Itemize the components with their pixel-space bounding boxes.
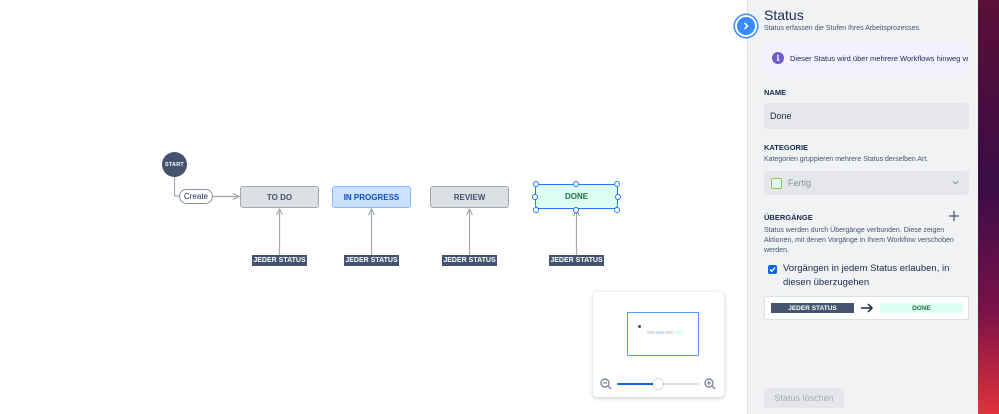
category-select[interactable]: Fertig xyxy=(764,171,969,195)
chevron-down-icon xyxy=(952,180,959,185)
status-node-review[interactable]: REVIEW xyxy=(430,186,509,208)
workflow-connectors xyxy=(173,177,747,255)
any-status-tag-done[interactable]: JEDER STATUS xyxy=(549,255,604,266)
delete-status-button[interactable]: Status löschen xyxy=(764,388,844,408)
resize-handle[interactable] xyxy=(533,207,539,213)
status-name-input[interactable]: Done xyxy=(764,103,969,129)
category-color-swatch xyxy=(771,177,782,189)
status-node-in-progress[interactable]: IN PROGRESS xyxy=(332,186,411,208)
transitions-hint: Status werden durch Übergänge verbunden.… xyxy=(764,227,954,254)
resize-handle[interactable] xyxy=(573,181,579,187)
check-icon xyxy=(769,267,776,273)
zoom-out-icon[interactable] xyxy=(600,378,612,390)
transitions-label: ÜBERGÄNGE xyxy=(764,213,813,222)
minimap[interactable] xyxy=(593,292,724,397)
name-label: NAME xyxy=(764,88,787,97)
minimap-status xyxy=(674,331,682,334)
panel-title: Status xyxy=(764,7,804,23)
create-transition[interactable]: Create xyxy=(179,189,213,204)
shared-status-info-banner: i Dieser Status wird über mehrere Workfl… xyxy=(764,43,968,73)
resize-handle[interactable] xyxy=(614,181,620,187)
transition-from-tag: JEDER STATUS xyxy=(771,303,854,313)
chevron-right-icon xyxy=(743,22,749,30)
zoom-slider-knob[interactable] xyxy=(653,379,663,389)
collapse-panel-button[interactable] xyxy=(735,15,757,37)
minimap-status xyxy=(656,331,664,334)
category-hint: Kategorien gruppieren mehrere Status der… xyxy=(764,156,929,163)
zoom-slider-fill xyxy=(617,383,658,385)
transition-card[interactable]: JEDER STATUS DONE xyxy=(764,296,969,320)
allow-all-checkbox-label[interactable]: Vorgängen in jedem Status erlauben, in d… xyxy=(783,263,950,288)
any-status-tag-in-progress[interactable]: JEDER STATUS xyxy=(344,255,399,266)
resize-handle[interactable] xyxy=(533,181,539,187)
arrow-right-icon xyxy=(861,303,874,313)
resize-handle[interactable] xyxy=(614,207,620,213)
resize-handle[interactable] xyxy=(615,194,621,200)
status-node-done[interactable]: DONE xyxy=(535,184,618,209)
minimap-viewport[interactable] xyxy=(627,312,699,356)
panel-subtitle: Status erfassen die Stufen Ihres Arbeits… xyxy=(764,25,921,32)
resize-handle[interactable] xyxy=(573,207,579,213)
allow-all-checkbox[interactable] xyxy=(768,265,777,274)
info-banner-text: Dieser Status wird über mehrere Workflow… xyxy=(790,53,968,63)
any-status-tag-review[interactable]: JEDER STATUS xyxy=(442,255,497,266)
workflow-canvas[interactable]: START Create TO DO IN PROGRESS REVIEW DO… xyxy=(0,0,747,414)
transition-to-tag: DONE xyxy=(880,303,963,313)
status-node-todo[interactable]: TO DO xyxy=(240,186,319,208)
resize-handle[interactable] xyxy=(532,194,538,200)
category-select-value: Fertig xyxy=(788,178,812,188)
minimap-status xyxy=(665,331,673,334)
status-details-panel: Status Status erfassen die Stufen Ihres … xyxy=(747,0,978,414)
minimap-status xyxy=(647,331,655,334)
minimap-start-node xyxy=(638,325,641,328)
window-edge-background xyxy=(978,0,999,414)
info-icon: i xyxy=(772,52,784,64)
zoom-in-icon[interactable] xyxy=(704,378,716,390)
category-label: KATEGORIE xyxy=(764,143,809,152)
any-status-tag-todo[interactable]: JEDER STATUS xyxy=(252,255,307,266)
add-transition-plus-icon[interactable] xyxy=(948,210,960,222)
start-node: START xyxy=(162,152,187,177)
